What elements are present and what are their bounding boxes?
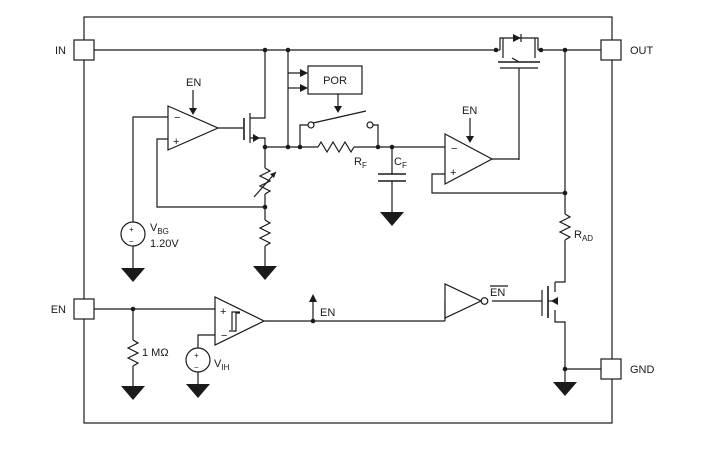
por-block: POR [287, 50, 363, 147]
ground-icon [121, 386, 145, 400]
comp-minus: − [221, 330, 227, 342]
ground-icon [186, 384, 210, 398]
enable-comparator: + − + − VIH [185, 296, 266, 398]
vih-plus: + [194, 351, 199, 360]
pin-gnd: GND [600, 358, 655, 380]
vih-minus: − [194, 363, 199, 372]
por-switch [299, 110, 379, 147]
en-signal-label: EN [320, 307, 335, 319]
err-amp-minus: − [451, 143, 457, 155]
rf-label: RF [354, 156, 367, 170]
ref-amp-en-label: EN [186, 77, 201, 89]
en-bar-label: EN [490, 287, 505, 299]
ground-icon [380, 212, 404, 226]
inverter: EN [444, 283, 508, 321]
pulldown-label: 1 MΩ [142, 347, 169, 359]
en-input-path: 1 MΩ [94, 306, 215, 400]
comp-plus: + [220, 306, 226, 318]
vbg-plus: + [129, 225, 134, 234]
feedback-divider [156, 138, 277, 280]
cf-capacitor: CF [378, 147, 407, 226]
ground-icon [553, 382, 577, 396]
pin-out-label: OUT [630, 45, 654, 57]
pass-transistor [498, 34, 540, 160]
ref-amp-plus: + [173, 136, 179, 148]
pin-out: OUT [600, 39, 654, 61]
ref-amplifier: − + EN [167, 77, 243, 151]
cf-label: CF [394, 156, 407, 170]
vbg-source: + − VBG 1.20V [120, 116, 179, 282]
discharge-transistor [492, 282, 601, 396]
err-amp-plus: + [450, 167, 456, 179]
pin-en-label: EN [51, 304, 66, 316]
err-amp-en-label: EN [462, 105, 477, 117]
error-amplifier: − + EN [431, 105, 565, 194]
ref-transistor [243, 50, 266, 147]
ref-amp-minus: − [174, 112, 180, 124]
vih-label: VIH [214, 358, 230, 372]
vbg-label: VBG [150, 222, 169, 236]
internal-en-signal: EN [264, 294, 445, 324]
pin-in-label: IN [55, 45, 66, 57]
output-discharge: RAD [555, 50, 593, 283]
input-rail [94, 47, 601, 53]
pin-gnd-label: GND [630, 364, 655, 376]
por-label: POR [323, 75, 347, 87]
ground-icon [121, 268, 145, 282]
ground-icon [253, 266, 277, 280]
hysteresis-icon [229, 311, 240, 332]
vbg-minus: − [129, 237, 134, 246]
rad-label: RAD [574, 229, 593, 243]
pin-in: IN [55, 39, 95, 61]
pin-en: EN [51, 298, 95, 320]
vbg-value: 1.20V [150, 238, 179, 250]
